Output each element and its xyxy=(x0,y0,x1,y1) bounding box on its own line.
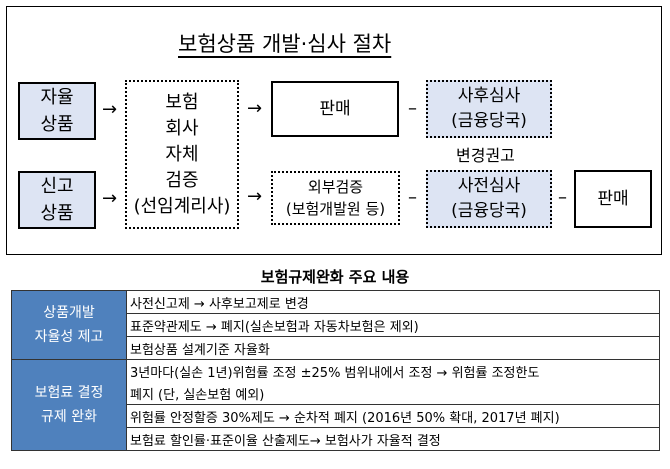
connector-external-to-pre-review: – xyxy=(408,187,417,208)
pre-review-box: 사전심사 (금융당국) xyxy=(426,170,552,228)
table-cell: 폐지 (단, 실손보험 예외) xyxy=(126,382,660,405)
table-row: 보험료 결정 규제 완화 3년마다(실손 1년)위험률 조정 ±25% 범위내에… xyxy=(11,359,660,451)
table-cell: 3년마다(실손 1년)위험률 조정 ±25% 범위내에서 조정 → 위험률 조정… xyxy=(126,359,660,382)
connector-sale-to-post-review: – xyxy=(408,98,417,119)
post-review-box: 사후심사 (금융당국) xyxy=(426,80,552,138)
regulation-table: 상품개발 자율성 제고 사전신고제 → 사후보고제로 변경 표준약관제도 → 폐… xyxy=(11,290,660,451)
sale-box-bottom: 판매 xyxy=(574,170,652,228)
table-cell: 표준약관제도 → 폐지(실손보험과 자동차보험은 제외) xyxy=(126,313,660,337)
regulation-section-title: 보험규제완화 주요 내용 xyxy=(260,268,410,286)
arrow-filing-to-review: → xyxy=(102,188,118,209)
category-premium-regulation: 보험료 결정 규제 완화 xyxy=(11,359,127,451)
change-advice-label: 변경권고 xyxy=(456,146,515,165)
self-verification-box: 보험 회사 자체 검증 (선임계리사) xyxy=(125,80,239,229)
sale-box-top: 판매 xyxy=(271,81,399,137)
category-product-development: 상품개발 자율성 제고 xyxy=(11,290,127,360)
table-row: 위험률 안정할증 30%제도 → 순차적 폐지 (2016년 50% 확대, 2… xyxy=(12,404,660,428)
table-cell: 보험료 할인률·표준이율 산출제도→ 보험사가 자율적 결정 xyxy=(126,427,660,451)
table-cell: 사전신고제 → 사후보고제로 변경 xyxy=(126,290,660,314)
table-row: 보험상품 설계기준 자율화 xyxy=(12,336,660,360)
diagram-title: 보험상품 개발·심사 절차 xyxy=(178,32,392,56)
procedure-diagram-frame xyxy=(6,6,662,255)
arrow-review-to-sale: → xyxy=(247,98,263,119)
filing-product-box: 신고 상품 xyxy=(18,171,96,229)
arrow-autonomous-to-review: → xyxy=(102,99,118,120)
table-row: 보험료 할인률·표준이율 산출제도→ 보험사가 자율적 결정 xyxy=(12,427,660,451)
table-cell: 보험상품 설계기준 자율화 xyxy=(126,336,660,360)
connector-pre-review-to-sale: – xyxy=(558,187,567,208)
arrow-review-to-external: → xyxy=(247,186,263,207)
table-row: 상품개발 자율성 제고 사전신고제 → 사후보고제로 변경 xyxy=(11,290,660,360)
external-verification-box: 외부검증 (보험개발원 등) xyxy=(271,171,400,225)
autonomous-product-box: 자율 상품 xyxy=(18,82,96,140)
table-cell: 위험률 안정할증 30%제도 → 순차적 폐지 (2016년 50% 확대, 2… xyxy=(126,404,660,428)
